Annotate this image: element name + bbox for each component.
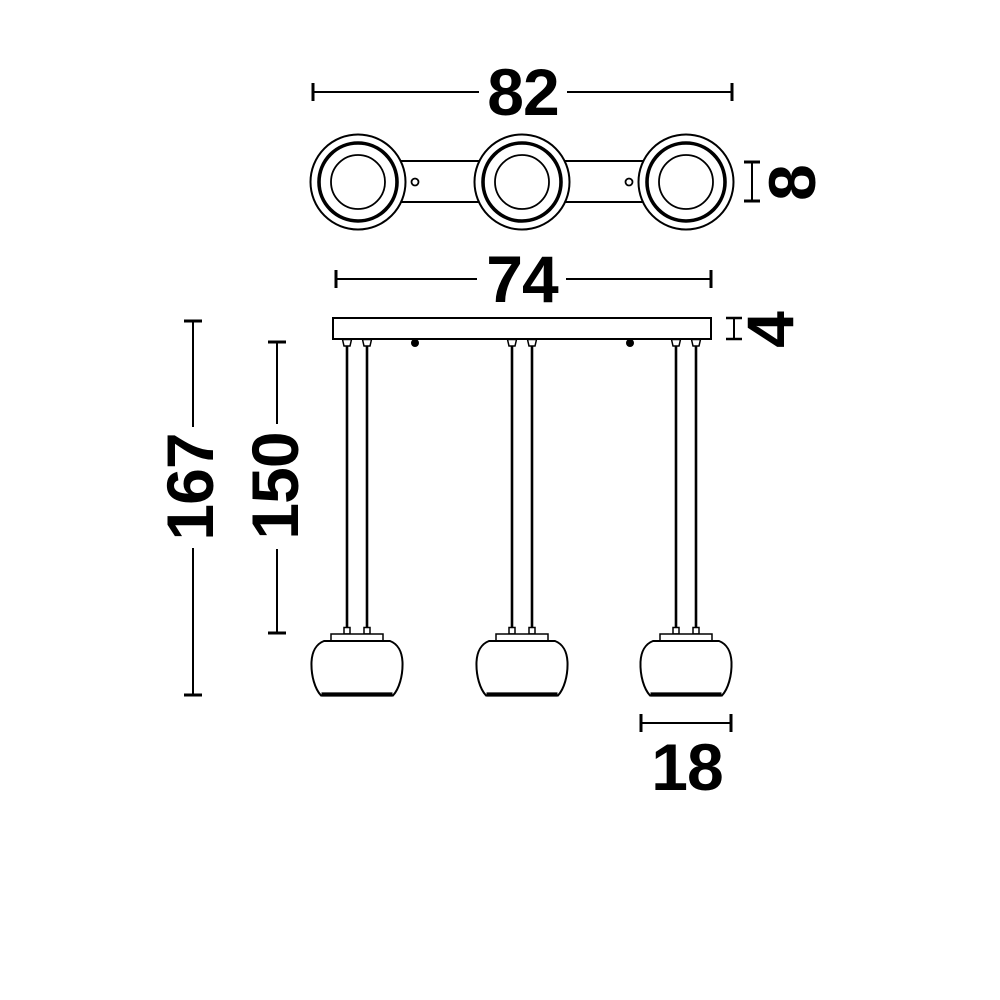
- dim-ticks: [311, 83, 734, 101]
- pendant-shade-2: [475, 633, 569, 697]
- lamp-head-top-2: [473, 133, 571, 231]
- shade-cap: [330, 633, 384, 642]
- top-view: [309, 133, 735, 231]
- canopy-screw-left: [411, 339, 419, 347]
- front-view: [310, 317, 733, 697]
- rod-top-connector: [506, 338, 518, 347]
- rod-top-connector: [670, 338, 682, 347]
- dim-ticks: [268, 340, 286, 635]
- dim-cord-length: 150: [238, 340, 312, 635]
- rod-top-connector: [526, 338, 538, 347]
- dim-ticks: [639, 714, 733, 732]
- lamp-bold-ring: [645, 141, 727, 223]
- lamp-inner-ring: [494, 154, 550, 210]
- dim-value-167: 167: [153, 433, 227, 540]
- dim-value-74: 74: [486, 242, 559, 316]
- dim-value-82: 82: [487, 55, 558, 129]
- rod-top-connector: [690, 338, 702, 347]
- lamp-inner-ring: [658, 154, 714, 210]
- shade-body: [475, 640, 569, 697]
- suspension-rods: [341, 338, 702, 635]
- rod-bottom-connector: [343, 626, 351, 635]
- shade-cap: [495, 633, 549, 642]
- shade-body: [639, 640, 733, 697]
- screw-hole-left: [410, 177, 420, 187]
- dim-top-width: 82: [311, 55, 734, 129]
- dim-value-150: 150: [238, 432, 312, 539]
- dim-value-18: 18: [651, 730, 722, 804]
- pendant-shade-1: [310, 633, 404, 697]
- dim-ticks: [726, 316, 742, 341]
- rod-top-connector: [341, 338, 353, 347]
- pendant-shade-3: [639, 633, 733, 697]
- dim-overall-drop: 167: [153, 319, 227, 697]
- rod-bottom-connector: [363, 626, 371, 635]
- screw-hole-right: [624, 177, 634, 187]
- dim-canopy-width: 74: [334, 242, 713, 316]
- shade-cap: [659, 633, 713, 642]
- lamp-head-top-3: [637, 133, 735, 231]
- dim-ticks: [184, 319, 202, 697]
- shade-body: [310, 640, 404, 697]
- lamp-bold-ring: [317, 141, 399, 223]
- rod-bottom-connector: [692, 626, 700, 635]
- dim-ticks: [334, 270, 713, 288]
- dim-shade-diameter: 18: [639, 714, 733, 804]
- rod-top-connector: [361, 338, 373, 347]
- rod-bottom-connector: [528, 626, 536, 635]
- dim-value-8: 8: [755, 165, 829, 201]
- rod-bottom-connector: [672, 626, 680, 635]
- lamp-head-top-1: [309, 133, 407, 231]
- dim-ticks: [744, 160, 760, 203]
- rod-bottom-connector: [508, 626, 516, 635]
- ceiling-canopy: [332, 317, 712, 340]
- dim-value-4: 4: [733, 311, 807, 348]
- dim-canopy-thickness: 4: [726, 311, 807, 348]
- lamp-inner-ring: [330, 154, 386, 210]
- lamp-bold-ring: [481, 141, 563, 223]
- canopy-screw-right: [626, 339, 634, 347]
- dim-top-depth: 8: [744, 160, 829, 203]
